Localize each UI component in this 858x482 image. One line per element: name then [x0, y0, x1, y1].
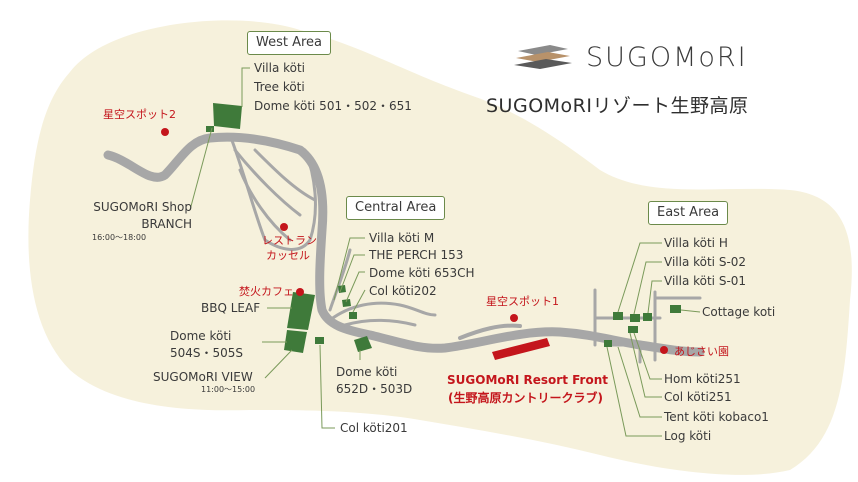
label-restaurant-2: カッセル — [266, 249, 310, 262]
label-villa-s01: Villa köti S-01 — [664, 274, 747, 288]
brand-subtitle: SUGOMoRIリゾート生野高原 — [486, 95, 749, 117]
brand-name: SUGOMoRI — [586, 41, 748, 73]
label-hoshizora1: 星空スポット1 — [486, 295, 559, 308]
takibi-dot — [296, 288, 304, 296]
label-dome504-1: Dome köti — [170, 329, 232, 343]
col202-building — [349, 312, 357, 319]
label-villa-h: Villa köti H — [664, 236, 728, 250]
roads — [103, 132, 705, 364]
shop-leader — [189, 127, 213, 211]
spots — [161, 128, 668, 354]
west-villa-building — [213, 103, 242, 129]
label-west-villa: Villa köti — [254, 61, 306, 75]
front-branch — [458, 323, 522, 340]
central-building-2 — [342, 299, 351, 307]
cottage-leader — [680, 309, 701, 313]
central-branch-3 — [343, 318, 417, 327]
label-dome652-1: Dome köti — [336, 365, 398, 379]
label-perch: THE PERCH 153 — [369, 248, 464, 262]
west-area-title: West Area — [247, 31, 332, 55]
ajisai-dot — [660, 346, 668, 354]
west-inner-1 — [233, 148, 302, 217]
central-branch-1 — [328, 248, 352, 312]
label-west-tree: Tree köti — [254, 80, 305, 94]
villa-s01-leader — [647, 280, 662, 314]
central-branch-2 — [328, 301, 437, 322]
label-dome504-2: 504S・505S — [170, 346, 244, 360]
label-dome653: Dome köti 653CH — [369, 266, 475, 280]
view-building — [284, 330, 307, 353]
dome653-leader — [345, 271, 365, 303]
label-col251: Col köti251 — [664, 390, 732, 404]
east-building-2 — [604, 340, 612, 347]
hoshizora1-dot — [510, 314, 518, 322]
label-villa-s02: Villa köti S-02 — [664, 255, 747, 269]
label-col201: Col köti201 — [340, 421, 408, 435]
label-shop-1: SUGOMoRI Shop — [93, 200, 192, 214]
hoshizora2-dot — [161, 128, 169, 136]
label-view: SUGOMoRI VIEW — [153, 370, 253, 384]
label-villa-m: Villa köti M — [369, 231, 435, 245]
label-front-1: SUGOMoRI Resort Front — [447, 373, 608, 387]
col202-leader — [352, 289, 366, 313]
label-log: Log köti — [664, 429, 712, 443]
shop-building — [206, 126, 214, 132]
villa-s02-leader — [633, 261, 662, 315]
label-front-2: (生野高原カントリークラブ) — [448, 391, 603, 405]
label-dome652-2: 652D・503D — [336, 382, 413, 396]
villa-s01-building — [643, 313, 652, 321]
label-shop-hours: 16:00〜18:00 — [92, 233, 147, 242]
hom-leader — [633, 332, 662, 380]
label-restaurant-1: レストラン — [262, 234, 317, 247]
central-area-title: Central Area — [346, 196, 446, 220]
col251-leader — [629, 332, 662, 398]
label-bbq: BBQ LEAF — [201, 301, 261, 315]
leader-lines — [189, 67, 701, 437]
label-cottage: Cottage koti — [702, 305, 776, 319]
bbq-leaf-building — [287, 292, 315, 330]
label-west-dome: Dome köti 501・502・651 — [254, 99, 412, 113]
col201-leader — [319, 344, 335, 429]
dome652-building — [354, 336, 372, 352]
sugomori-logo-icon — [514, 45, 572, 69]
view-leader — [264, 349, 293, 379]
cottage-building — [670, 305, 681, 313]
perch-leader — [339, 254, 365, 293]
label-col202: Col köti202 — [369, 284, 437, 298]
label-takibi: 焚火カフェ — [239, 285, 294, 298]
villa-m-leader — [333, 237, 365, 301]
label-view-hours: 11:00〜15:00 — [201, 385, 256, 394]
main-road — [103, 132, 705, 357]
east-area-title: East Area — [648, 201, 729, 225]
restaurant-dot — [280, 223, 288, 231]
west-inner-2 — [238, 168, 292, 242]
label-tent: Tent köti kobaco1 — [664, 410, 769, 424]
resort-front-building — [492, 338, 550, 360]
label-hom251: Hom köti251 — [664, 372, 741, 386]
villa-h-leader — [617, 242, 662, 313]
brand-header: SUGOMoRI — [510, 40, 748, 74]
west-inner-3 — [253, 148, 317, 202]
villa-s02-building — [630, 314, 640, 322]
east-building-1 — [628, 326, 638, 333]
label-ajisai: あじさい園 — [674, 345, 729, 358]
label-shop-2: BRANCH — [141, 217, 192, 231]
label-hoshizora2: 星空スポット2 — [103, 108, 176, 121]
tent-leader — [617, 346, 662, 418]
log-leader — [606, 346, 662, 437]
villa-h-building — [613, 312, 623, 320]
west-leader — [241, 67, 250, 107]
col201-building — [315, 337, 324, 344]
